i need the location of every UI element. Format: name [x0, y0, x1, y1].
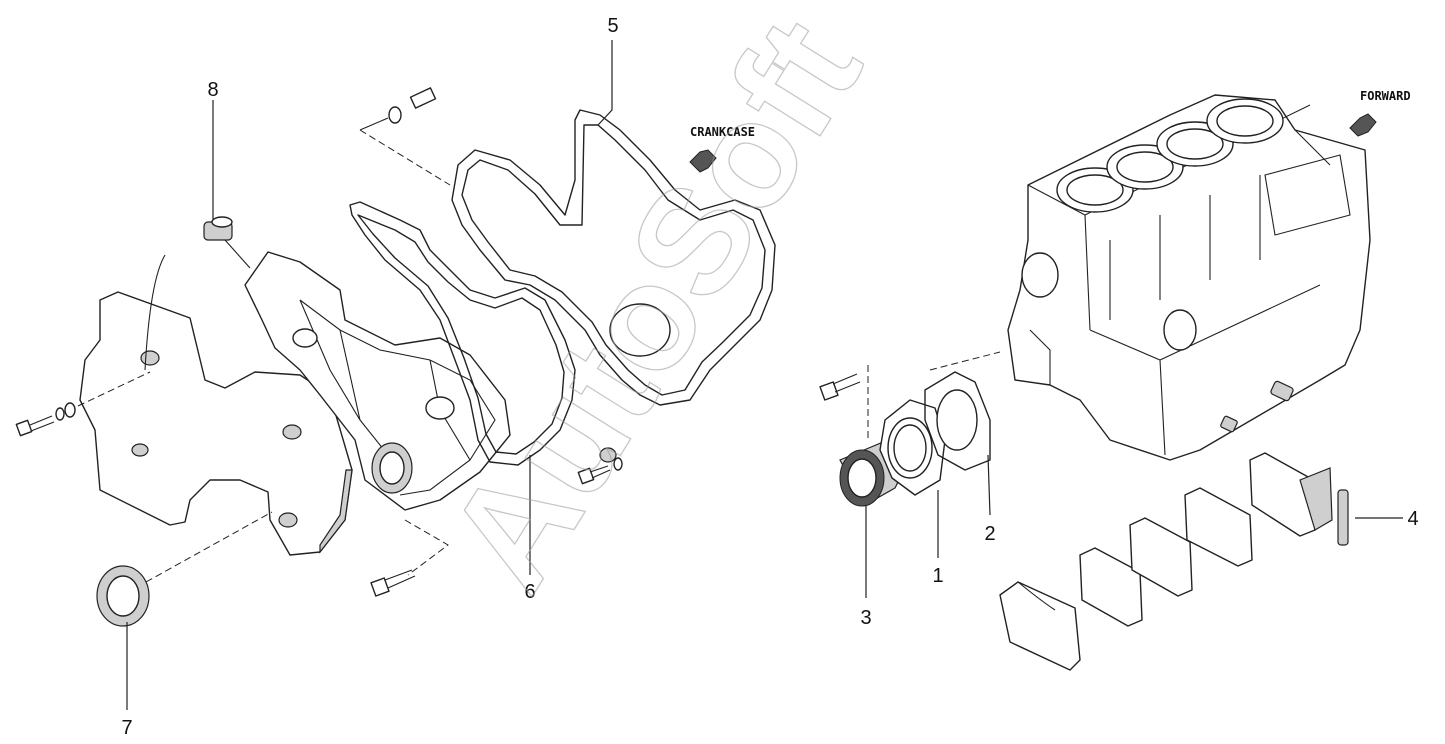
oil-seal-7 — [96, 511, 273, 627]
callout-7: 7 — [121, 717, 132, 739]
plug-8 — [203, 216, 251, 269]
callout-2: 2 — [984, 523, 995, 545]
forward-label: FORWARD — [1360, 89, 1411, 103]
cylinder-block — [1007, 94, 1371, 461]
callout-5: 5 — [607, 15, 618, 37]
bolt-left — [15, 371, 151, 437]
bolt-center — [819, 351, 1001, 440]
watermark: AutoSoft — [415, 0, 893, 617]
plug-block — [1220, 380, 1294, 433]
gasket-5 — [359, 109, 776, 485]
callout-1: 1 — [932, 565, 943, 587]
crankcase-label: CRANKCASE — [690, 125, 755, 139]
front-cover-plate — [79, 291, 353, 556]
gasket-2 — [924, 371, 991, 471]
bolt-top — [359, 87, 437, 131]
callout-8: 8 — [207, 79, 218, 101]
forward-tag: FORWARD — [1349, 89, 1411, 137]
gasket-6 — [144, 201, 576, 466]
callout-6: 6 — [524, 581, 535, 603]
crankcase-arrow-icon — [689, 149, 717, 173]
callout-3: 3 — [860, 607, 871, 629]
gear-case — [244, 251, 511, 511]
bearing-caps — [999, 452, 1333, 671]
bolt-gear-case — [370, 519, 449, 597]
forward-arrow-icon — [1349, 113, 1377, 137]
dowel-pin-4 — [1337, 489, 1349, 546]
crankcase-tag: CRANKCASE — [689, 125, 755, 173]
leader-lines — [126, 40, 1403, 710]
callout-4: 4 — [1407, 508, 1418, 530]
seal-retainer-1 — [879, 399, 946, 496]
